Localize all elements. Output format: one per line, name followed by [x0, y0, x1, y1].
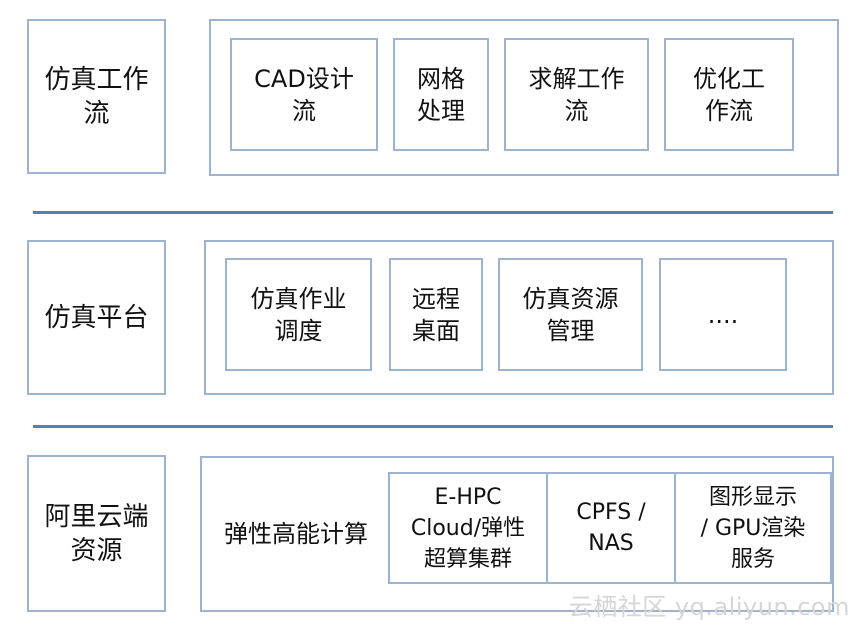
- item-label: CAD设计 流: [254, 64, 354, 125]
- item-more: ....: [659, 258, 787, 371]
- item-label: ....: [707, 300, 739, 329]
- item-cad-design-flow: CAD设计 流: [230, 38, 378, 151]
- item-gpu-rendering-service: 图形显示 / GPU渲染 服务: [674, 472, 832, 584]
- subtitle-text: 弹性高能计算: [224, 520, 368, 548]
- layer-label-aliyun-resources: 阿里云端 资源: [27, 455, 166, 612]
- layer-label-simulation-platform: 仿真平台: [27, 240, 166, 395]
- item-job-scheduling: 仿真作业 调度: [225, 258, 372, 371]
- layer-label-text: 仿真工作 流: [44, 64, 149, 129]
- item-optimization-workflow: 优化工 作流: [664, 38, 794, 151]
- item-ehpc-cluster: E-HPC Cloud/弹性 超算集群: [388, 472, 548, 584]
- item-solver-workflow: 求解工作 流: [504, 38, 649, 151]
- item-mesh-processing: 网格 处理: [393, 38, 489, 151]
- watermark-text: 云栖社区 yq.aliyun.com: [568, 593, 850, 621]
- layer-label-text: 仿真平台: [44, 302, 149, 333]
- layer-divider: [33, 425, 833, 428]
- elastic-hpc-subtitle: 弹性高能计算: [204, 456, 388, 612]
- layer-label-text: 阿里云端 资源: [44, 501, 149, 566]
- item-cpfs-nas: CPFS / NAS: [546, 472, 676, 584]
- item-resource-management: 仿真资源 管理: [498, 258, 643, 371]
- layer-divider: [33, 211, 833, 214]
- item-label: 图形显示 / GPU渲染 服务: [700, 484, 806, 572]
- item-label: 优化工 作流: [693, 64, 765, 125]
- item-label: 求解工作 流: [528, 64, 625, 125]
- item-label: 远程 桌面: [412, 284, 460, 345]
- item-label: 仿真作业 调度: [250, 284, 347, 345]
- layer-label-simulation-workflow: 仿真工作 流: [27, 19, 166, 174]
- item-label: CPFS / NAS: [576, 500, 646, 556]
- item-label: 仿真资源 管理: [522, 284, 619, 345]
- item-label: E-HPC Cloud/弹性 超算集群: [410, 484, 526, 572]
- item-remote-desktop: 远程 桌面: [389, 258, 483, 371]
- item-label: 网格 处理: [417, 64, 465, 125]
